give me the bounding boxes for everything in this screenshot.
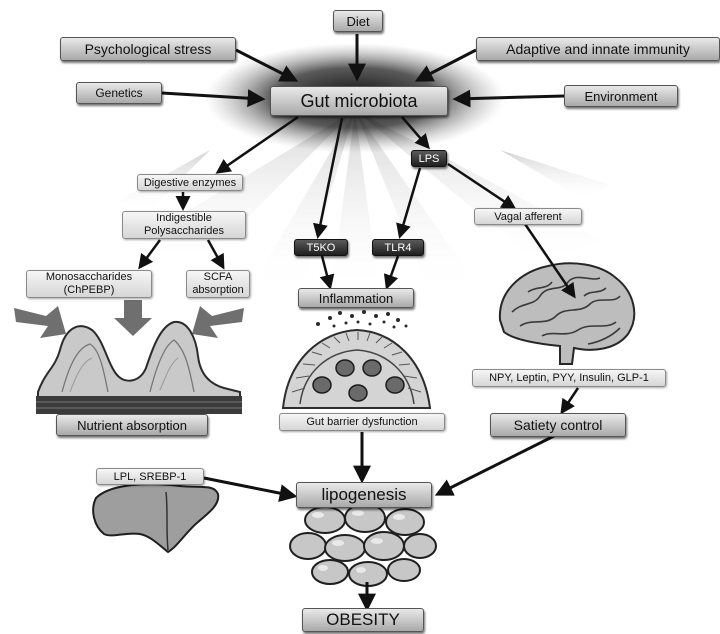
node-inflammation: Inflammation: [298, 288, 414, 308]
node-hormones: NPY, Leptin, PYY, Insulin, GLP-1: [472, 369, 666, 387]
node-indigestible-polysaccharides: Indigestible Polysaccharides: [122, 211, 246, 239]
node-gut-microbiota: Gut microbiota: [270, 86, 448, 116]
node-scfa-absorption: SCFA absorption: [186, 270, 250, 298]
gut-barrier-illustration: [283, 310, 430, 408]
brain-illustration: [500, 263, 634, 364]
liver-illustration: [93, 484, 218, 552]
node-satiety-control: Satiety control: [490, 413, 626, 437]
node-monosaccharides: Monosaccharides (ChPEBP): [26, 270, 152, 298]
node-nutrient-absorption: Nutrient absorption: [56, 414, 208, 436]
node-lps: LPS: [411, 150, 447, 167]
node-adaptive-innate-immunity: Adaptive and innate immunity: [476, 37, 720, 61]
arrow-satiety-lipogenesis: [438, 436, 554, 494]
arrow-hormones-satiety: [562, 388, 578, 412]
adipocyte-cluster: [290, 504, 436, 586]
node-lpl-srebp1: LPL, SREBP-1: [96, 468, 204, 485]
node-diet: Diet: [333, 10, 383, 32]
node-genetics: Genetics: [76, 82, 162, 104]
node-t5ko: T5KO: [294, 239, 348, 256]
node-tlr4: TLR4: [372, 239, 424, 256]
arrow-tlr4-inflammation: [387, 256, 398, 287]
node-digestive-enzymes: Digestive enzymes: [137, 174, 243, 191]
node-psychological-stress: Psychological stress: [60, 37, 236, 61]
node-obesity: OBESITY: [302, 608, 424, 632]
node-gut-barrier-dysfunction: Gut barrier dysfunction: [279, 413, 445, 431]
node-vagal-afferent: Vagal afferent: [474, 208, 582, 225]
node-environment: Environment: [564, 85, 678, 107]
arrow-t5ko-inflammation: [322, 256, 330, 287]
absorption-arrows: [14, 300, 244, 338]
node-lipogenesis: lipogenesis: [296, 482, 432, 508]
